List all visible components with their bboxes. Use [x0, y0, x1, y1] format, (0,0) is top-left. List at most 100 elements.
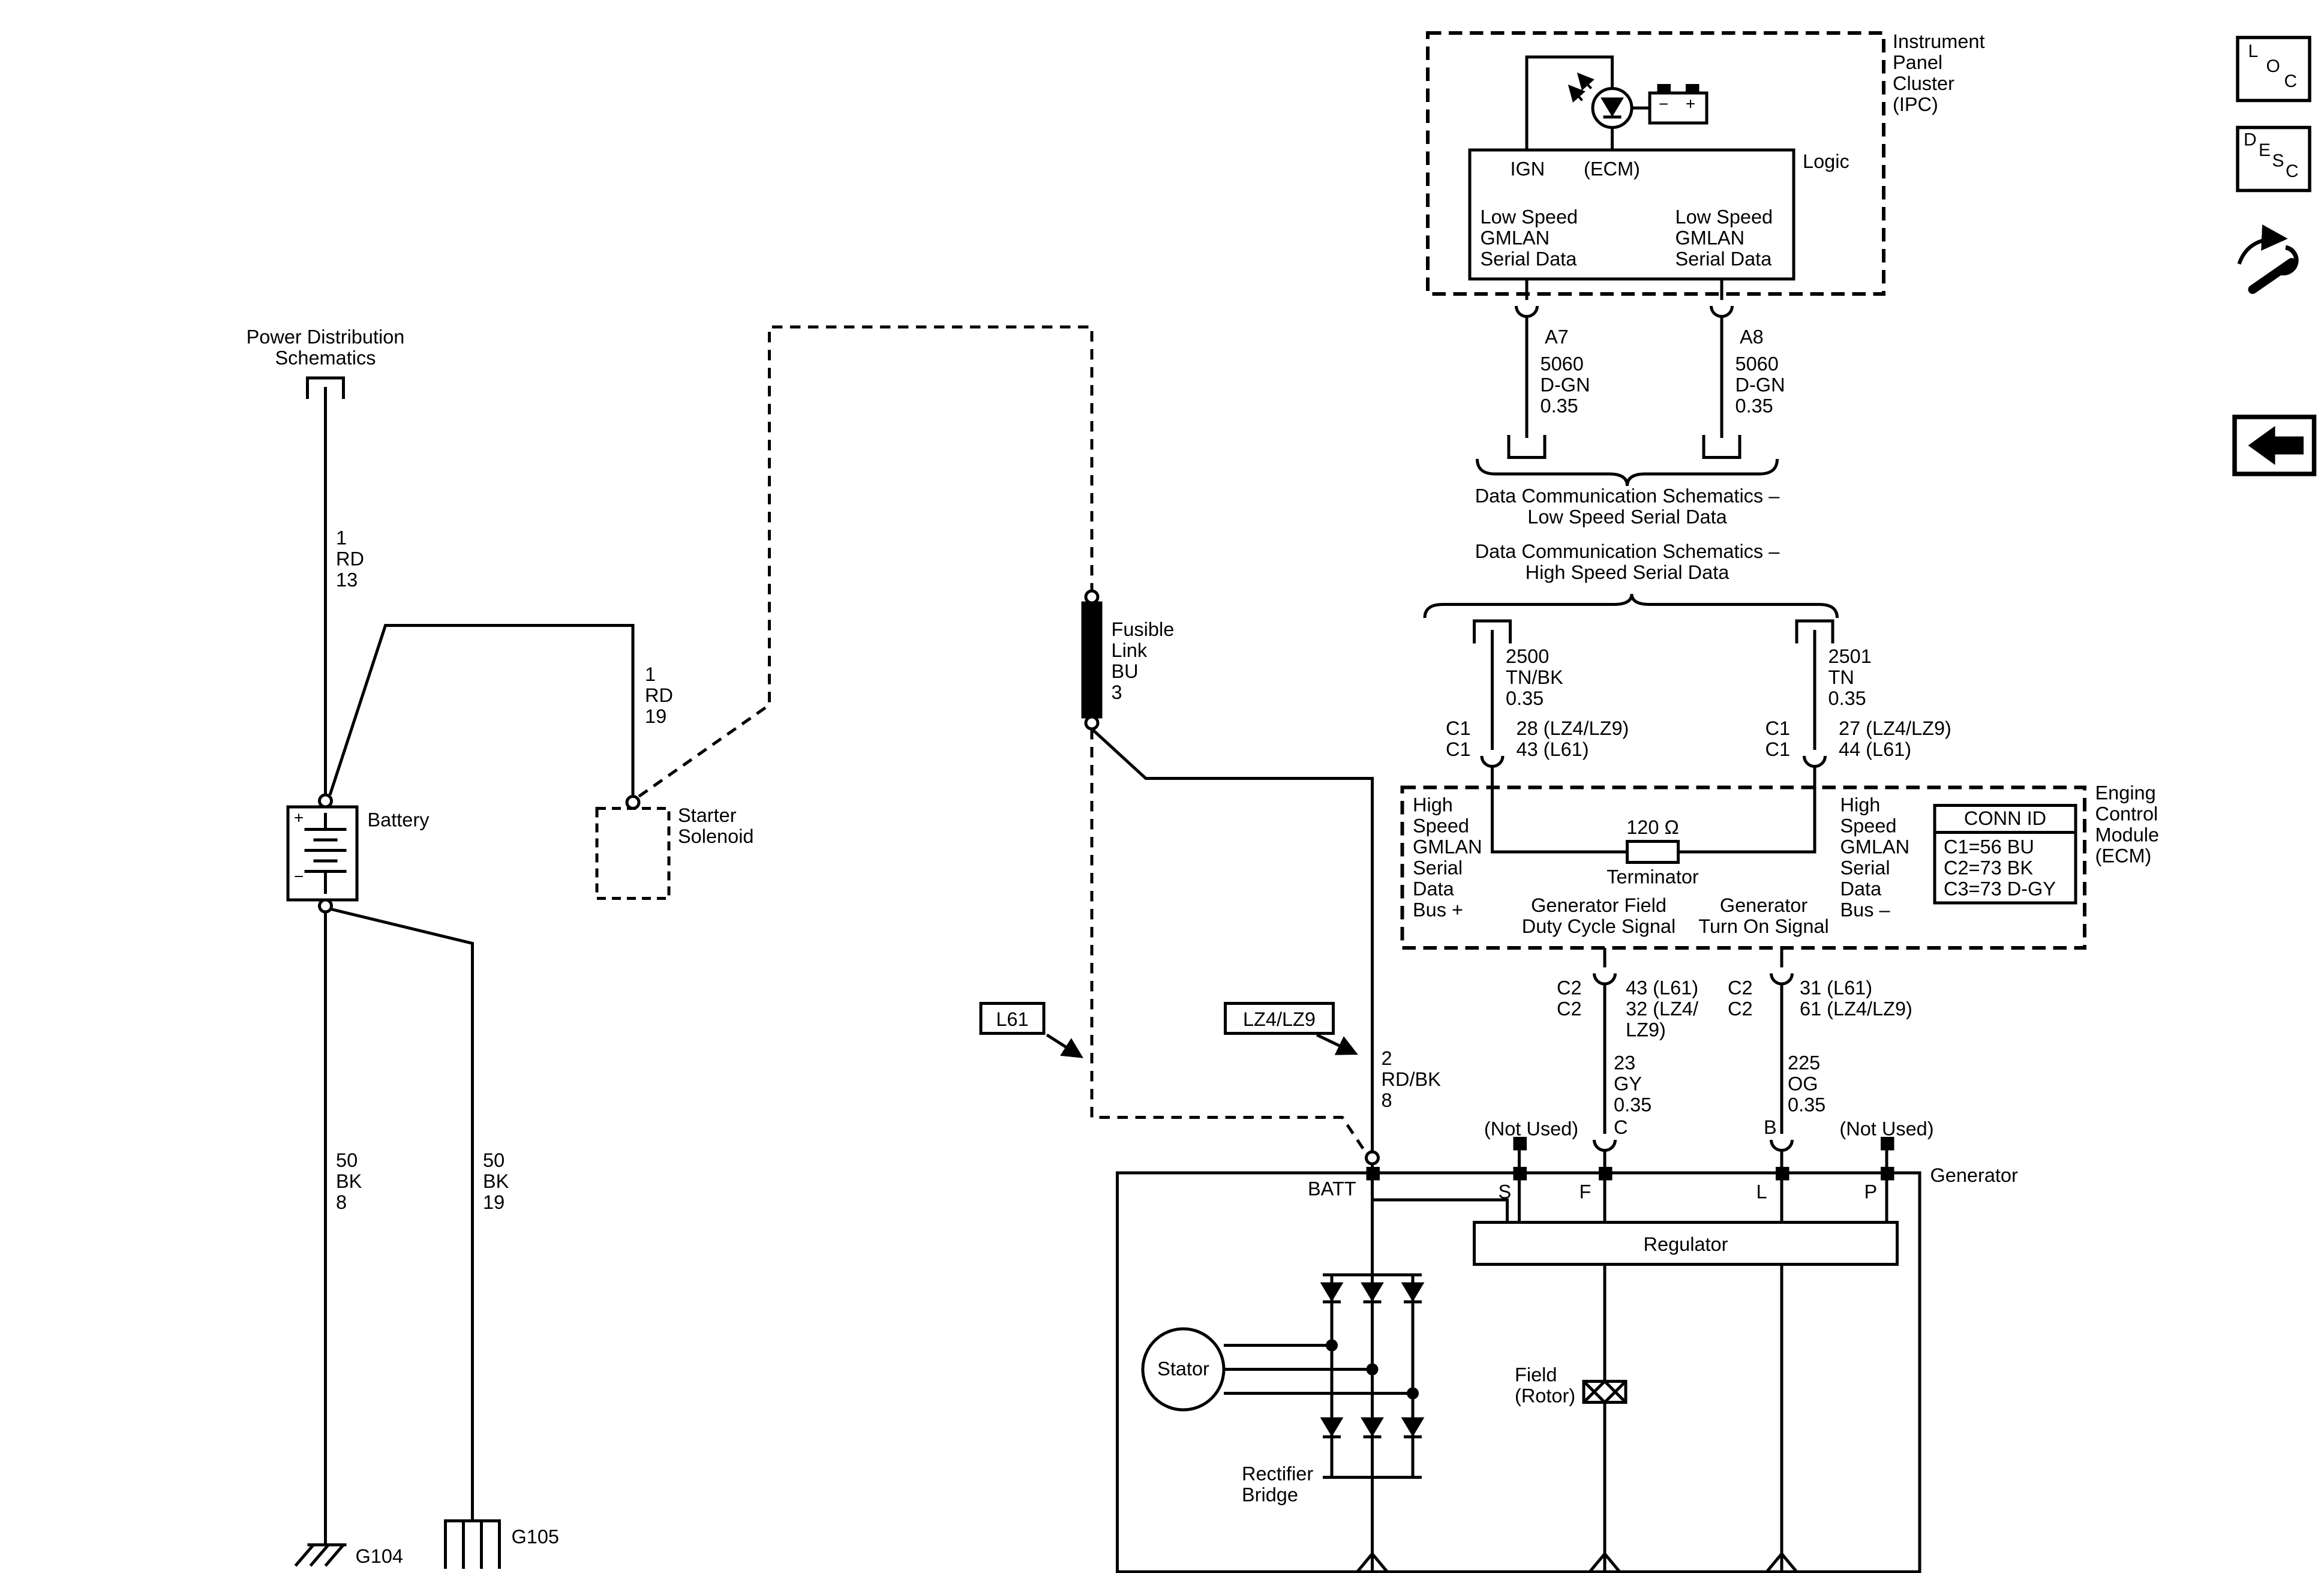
wire-label-5060-a8: 5060 D-GN 0.35	[1735, 352, 1785, 417]
starter-solenoid-box	[595, 807, 671, 900]
wire-label-2500: 2500 TN/BK 0.35	[1506, 645, 1563, 710]
loc-icon-letter-c: C	[2284, 70, 2298, 92]
fusible-link-label: Fusible Link BU 3	[1111, 618, 1175, 704]
turn-on-signal-label: Generator Turn On Signal	[1698, 894, 1829, 938]
wire-battery-to-starter	[328, 624, 641, 810]
terminal-c-label: C	[1614, 1116, 1628, 1139]
g105-ground-symbol	[444, 1519, 501, 1569]
wire-label-1-rd-19: 1 RD 19	[645, 663, 673, 728]
g105-label: G105	[511, 1525, 560, 1548]
loc-icon-letter-l: L	[2248, 40, 2259, 62]
conn-id-row-c2: C2=73 BK	[1944, 856, 2034, 879]
desc-icon-letter-d: D	[2244, 129, 2257, 150]
ipc-output-wires	[1515, 279, 1734, 438]
stator-label: Stator	[1157, 1357, 1209, 1380]
terminal-f-label: F	[1579, 1180, 1592, 1203]
desc-icon-letter-e: E	[2259, 139, 2271, 161]
ipc-logic-box	[1468, 148, 1795, 281]
conn-id-row-c3: C3=73 D-GY	[1944, 877, 2056, 900]
generator-stub-wires	[1518, 1146, 1888, 1167]
not-used-right-label: (Not Used)	[1839, 1117, 1934, 1140]
ecm-title: Enging Control Module (ECM)	[2095, 781, 2160, 867]
terminal-l-label: L	[1756, 1180, 1767, 1203]
connector-a8-label: A8	[1740, 325, 1764, 348]
l61-callout-arrow	[1046, 1033, 1083, 1058]
power-distribution-ref-label: Power Distribution Schematics	[246, 325, 405, 369]
pins-c2-right-label: 31 (L61) 61 (LZ4/LZ9)	[1800, 976, 1912, 1020]
desc-icon-letter-c: C	[2286, 160, 2299, 182]
ipc-box	[1426, 31, 1885, 296]
wrench-arrow-icon[interactable]	[2237, 224, 2299, 294]
loc-icon[interactable]	[2236, 35, 2311, 103]
ecm-paren-label: (ECM)	[1584, 157, 1640, 180]
rectifier-bridge-symbol	[1320, 1273, 1425, 1479]
starter-solenoid-label: Starter Solenoid	[678, 804, 754, 848]
power-distribution-offpage-symbol	[306, 376, 345, 399]
terminator-label: Terminator	[1607, 865, 1699, 888]
connector-c2-right-label: C2 C2	[1728, 976, 1753, 1020]
wire-label-50-bk-8: 50 BK 8	[336, 1149, 362, 1214]
generator-internal-wires	[1371, 1180, 1888, 1572]
terminal-b-label: B	[1764, 1116, 1777, 1139]
terminator-resistor	[1626, 840, 1680, 864]
battery-telltale-icon	[1648, 84, 1709, 125]
low-speed-gmlan-right-label: Low Speed GMLAN Serial Data	[1675, 205, 1773, 270]
low-speed-caption: Data Communication Schematics – Low Spee…	[1475, 484, 1780, 528]
lz4-lz9-callout: LZ4/LZ9	[1224, 1002, 1335, 1035]
desc-icon[interactable]	[2236, 125, 2311, 193]
connector-c2-left-label: C2 C2	[1557, 976, 1582, 1020]
generator-label: Generator	[1930, 1164, 2018, 1187]
wire-label-225-og: 225 OG 0.35	[1788, 1051, 1826, 1116]
gmlan-bus-plus-label: High Speed GMLAN Serial Data Bus +	[1413, 793, 1482, 921]
field-rotor-symbol	[1582, 1380, 1628, 1404]
regulator-label: Regulator	[1643, 1232, 1728, 1255]
ecm-box	[1400, 785, 2086, 950]
rectifier-bridge-label: Rectifier Bridge	[1242, 1462, 1314, 1506]
field-duty-signal-label: Generator Field Duty Cycle Signal	[1521, 894, 1676, 938]
low-speed-brace	[1476, 458, 1779, 487]
terminal-s-label: S	[1498, 1180, 1512, 1203]
battery-minus-sign: −	[294, 868, 304, 887]
pins-right-label: 27 (LZ4/LZ9) 44 (L61)	[1839, 717, 1951, 761]
battery-icon-minus: −	[1659, 96, 1669, 114]
battery-symbol	[286, 793, 359, 914]
low-speed-offpage-terminals	[1507, 435, 1742, 459]
connector-a7-label: A7	[1545, 325, 1569, 348]
conn-id-header: CONN ID	[1963, 807, 2047, 830]
batt-terminal-label: BATT	[1308, 1177, 1356, 1200]
wire-label-5060-a7: 5060 D-GN 0.35	[1540, 352, 1590, 417]
connector-c1-right-label: C1 C1	[1765, 717, 1791, 761]
high-speed-wires	[1480, 630, 1827, 854]
ipc-title: Instrument Panel Cluster (IPC)	[1893, 30, 1985, 116]
high-speed-brace	[1423, 593, 1839, 619]
battery-label: Battery	[367, 808, 430, 831]
g104-label: G104	[355, 1545, 404, 1568]
generator-ground-symbols	[1356, 1553, 1798, 1573]
g104-ground-symbol	[294, 1543, 347, 1567]
pins-left-label: 28 (LZ4/LZ9) 43 (L61)	[1516, 717, 1629, 761]
wire-label-50-bk-19: 50 BK 19	[483, 1149, 509, 1214]
ground-wires	[324, 907, 474, 1545]
battery-plus-sign: +	[294, 810, 304, 828]
desc-icon-letter-s: S	[2272, 150, 2284, 171]
battery-icon-plus: +	[1686, 96, 1696, 114]
conn-id-table-box	[1933, 804, 2077, 905]
regulator-box	[1473, 1221, 1899, 1266]
fusible-link-symbol	[1081, 589, 1103, 731]
ecm-output-wires	[1593, 948, 1794, 1173]
wire-batt-to-generator	[1091, 728, 1380, 1173]
logic-label: Logic	[1803, 150, 1849, 173]
wire-label-23-gy: 23 GY 0.35	[1614, 1051, 1652, 1116]
high-speed-offpage-terminals	[1473, 619, 1834, 644]
lz4-callout-arrow	[1316, 1033, 1358, 1055]
back-arrow-icon[interactable]	[2232, 415, 2317, 476]
terminator-value-label: 120 Ω	[1626, 816, 1679, 839]
charge-indicator-circuit	[1525, 55, 1650, 150]
low-speed-gmlan-left-label: Low Speed GMLAN Serial Data	[1480, 205, 1578, 270]
l61-dashed-route	[638, 325, 1368, 1154]
field-rotor-label: Field (Rotor)	[1515, 1363, 1576, 1407]
wire-label-2-rdbk-8: 2 RD/BK 8	[1381, 1047, 1441, 1112]
